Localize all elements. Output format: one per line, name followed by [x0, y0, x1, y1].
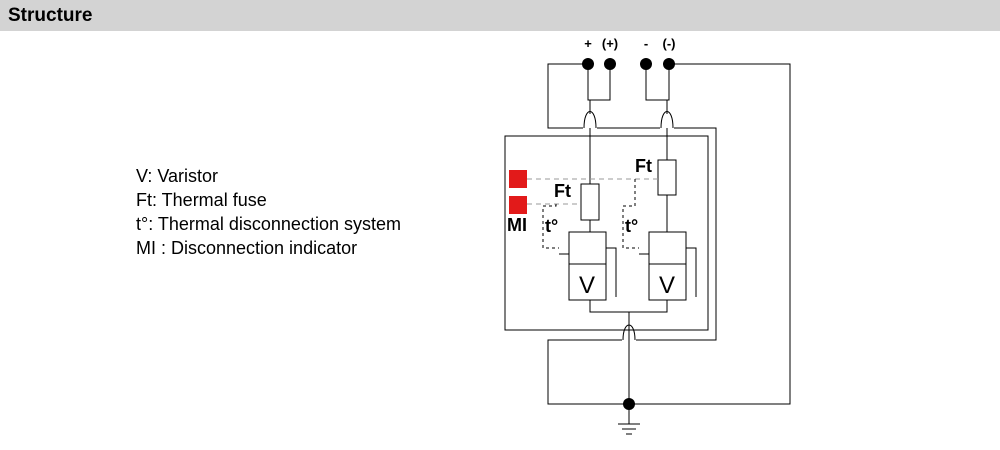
wiring [547, 63, 791, 435]
ground-node [623, 398, 635, 410]
thermal-fuse-right [657, 159, 677, 196]
terminal-node-minus [640, 58, 652, 70]
terminal-plus-label: + [584, 36, 592, 51]
legend-item-thermal-disconnection: t°: Thermal disconnection system [136, 214, 401, 234]
legend: V: Varistor Ft: Thermal fuse t°: Thermal… [136, 164, 401, 260]
legend-item-disconnection-indicator: MI : Disconnection indicator [136, 238, 358, 258]
legend-item-thermal-fuse: Ft: Thermal fuse [136, 190, 267, 210]
disconnection-indicator-1 [509, 170, 527, 188]
thermal-links [527, 178, 658, 205]
device-housing [504, 135, 709, 331]
terminal-minus-label: - [644, 36, 648, 51]
thermal-disconnect-right-label: t° [625, 216, 638, 236]
disconnection-indicator-2 [509, 196, 527, 214]
thermal-fuse-right-label: Ft [635, 156, 652, 176]
terminal-minus-paren-label: (-) [663, 36, 676, 51]
varistor-left [559, 231, 617, 301]
terminal-plus-paren-label: (+) [602, 36, 618, 51]
thermal-disconnect-brackets [542, 179, 639, 249]
varistor-right [639, 231, 697, 301]
terminal-node-plus [582, 58, 594, 70]
legend-item-varistor: V: Varistor [136, 166, 219, 186]
terminal-node-minus-paren [663, 58, 675, 70]
thermal-fuse-left-label: Ft [554, 181, 571, 201]
section-header-bar: Structure [0, 0, 1000, 31]
disconnection-indicator-label: MI [507, 215, 527, 235]
varistor-right-label: V [659, 272, 675, 299]
terminal-node-plus-paren [604, 58, 616, 70]
section-title: Structure [8, 5, 93, 26]
thermal-fuse-left [580, 183, 600, 221]
terminal-nodes [582, 58, 675, 410]
thermal-disconnect-left-label: t° [545, 216, 558, 236]
varistor-left-label: V [579, 272, 595, 299]
